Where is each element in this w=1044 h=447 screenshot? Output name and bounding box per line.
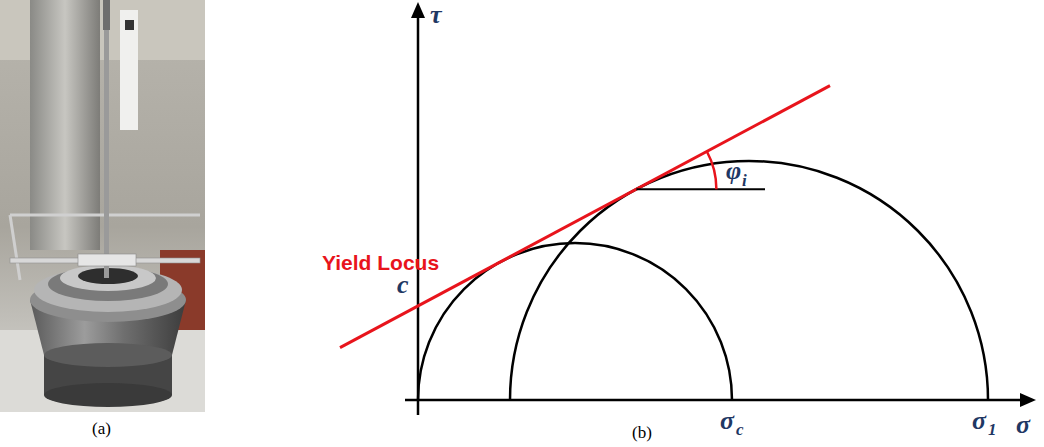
stress-subscript: c xyxy=(736,421,744,438)
intercept-label: c xyxy=(397,272,409,298)
stress-subscript: 1 xyxy=(988,421,997,438)
angle-symbol: φ xyxy=(726,158,741,184)
axis-label: σ xyxy=(1016,412,1030,438)
angle-subscript: i xyxy=(742,172,747,189)
axis-label: τ xyxy=(430,2,442,28)
mohr-chart xyxy=(340,2,1036,415)
panel-label: (b) xyxy=(632,424,652,441)
stress-symbol: σ xyxy=(972,408,986,434)
curve-label: Yield Locus xyxy=(322,252,439,273)
shear-tester-photo xyxy=(0,0,205,412)
panel-label: (a) xyxy=(92,420,111,437)
stress-symbol: σ xyxy=(720,408,734,434)
